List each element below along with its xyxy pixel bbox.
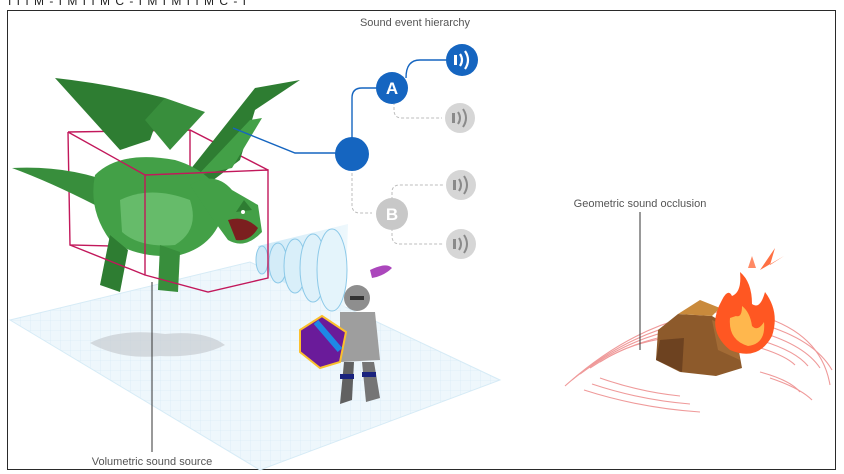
volumetric-label: Volumetric sound source: [92, 456, 212, 468]
knight: [299, 265, 392, 404]
occlusion-label: Geometric sound occlusion: [574, 198, 707, 210]
sound-event-hierarchy: A B: [335, 44, 478, 259]
cropped-header-strip: I I I M - I M I I M C - I M I M I I M C …: [0, 0, 844, 11]
event-node-a-label: A: [386, 79, 398, 98]
root-event-node: [335, 137, 369, 171]
event-node-b: [376, 198, 408, 230]
cropped-header-text: I I I M - I M I I M C - I M I M I I M C …: [8, 0, 247, 8]
hierarchy-connector: [232, 127, 338, 154]
event-node-a: [376, 72, 408, 104]
sound-leaf-b2: [446, 229, 476, 259]
sound-cone: [255, 224, 348, 312]
dragon-shadow: [90, 332, 225, 357]
sound-leaf-a1: [446, 44, 478, 76]
hierarchy-title: Sound event hierarchy: [360, 17, 471, 29]
dragon: [12, 78, 300, 292]
sound-leaf-a2: [445, 103, 475, 133]
event-node-b-label: B: [386, 205, 398, 224]
fire: [715, 248, 784, 354]
diagram-border: [7, 10, 836, 470]
sound-leaf-b1: [446, 170, 476, 200]
